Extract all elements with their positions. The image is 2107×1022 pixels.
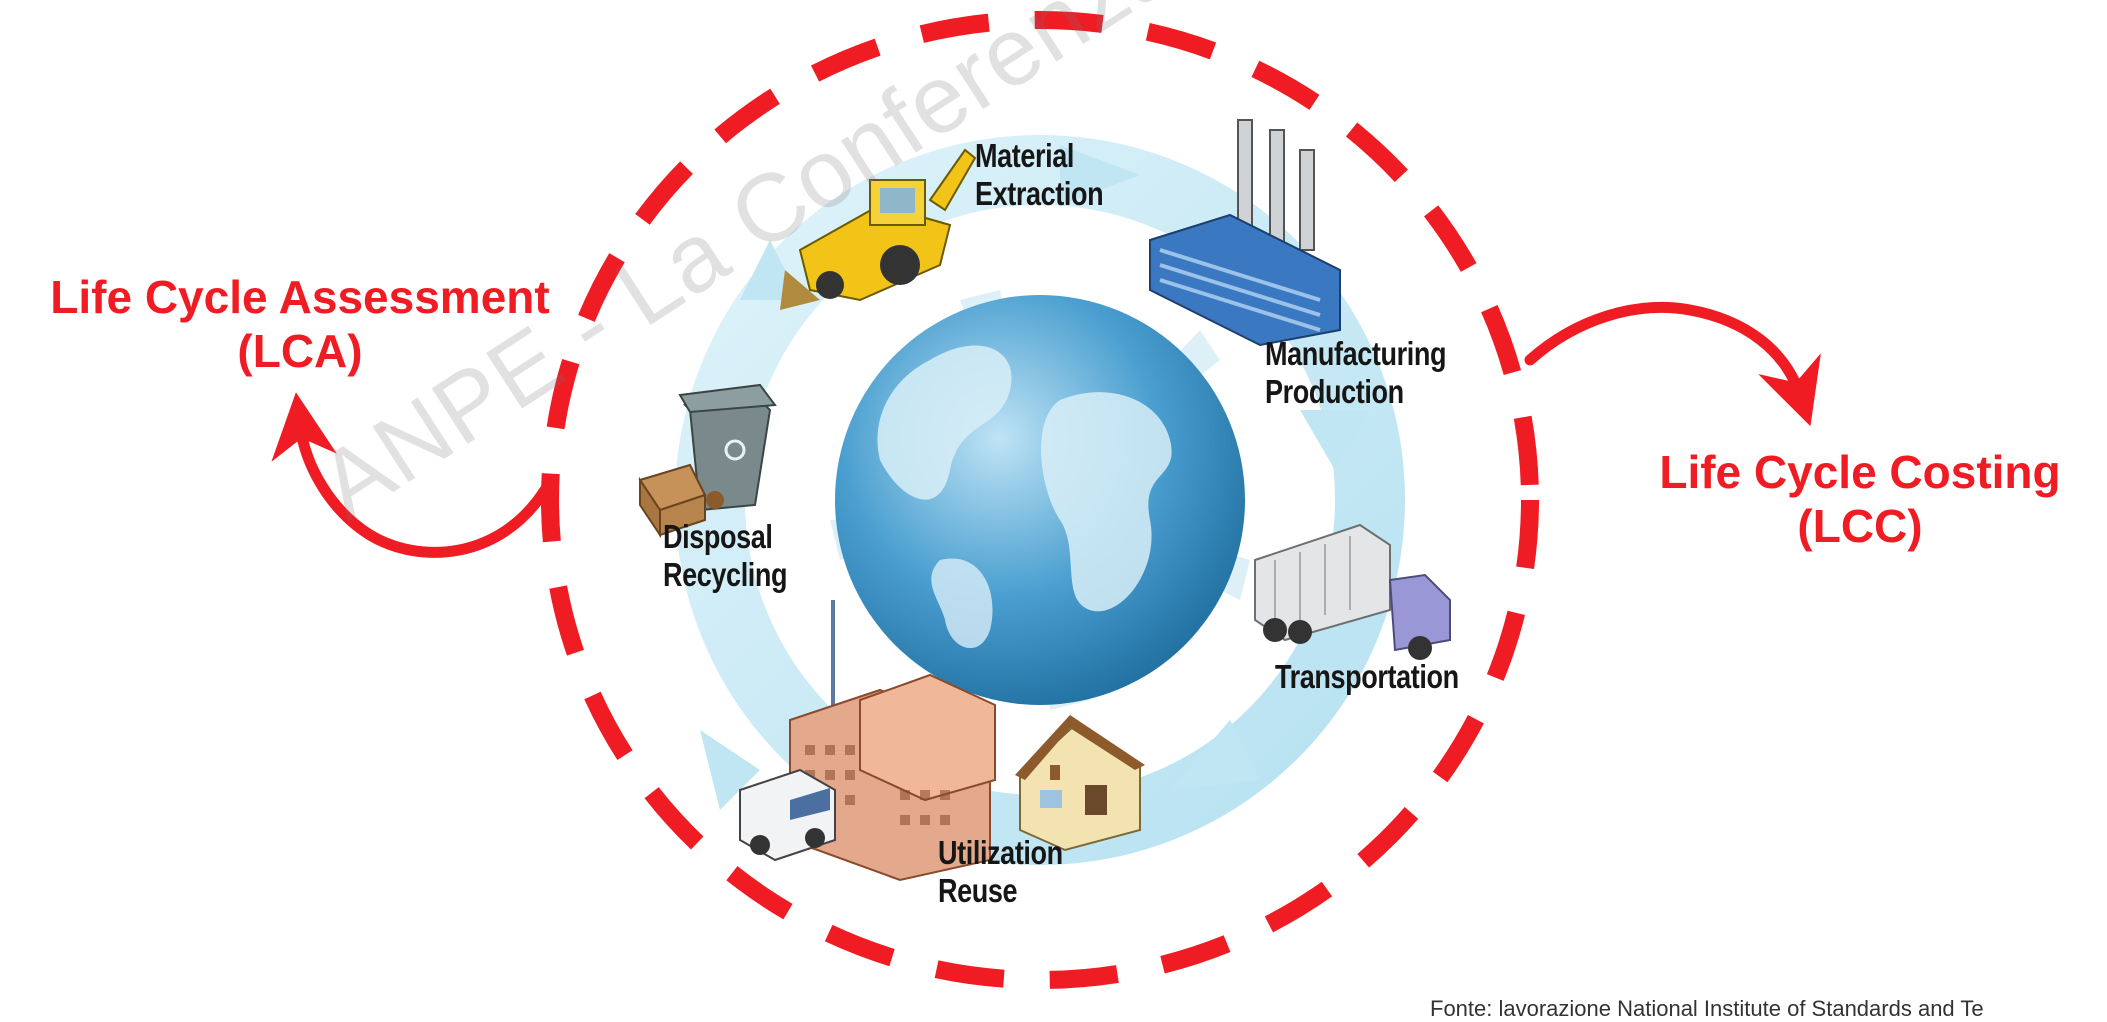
house-icon bbox=[1015, 715, 1145, 852]
lca-label: Life Cycle Assessment (LCA) bbox=[10, 270, 590, 378]
lcc-label-line2: (LCC) bbox=[1797, 500, 1923, 552]
lca-label-line2: (LCA) bbox=[237, 325, 363, 377]
office-building-icon bbox=[789, 600, 996, 882]
stage-label-material-extraction: Material Extraction bbox=[975, 137, 1104, 213]
stage-label-line: Reuse bbox=[938, 872, 1018, 909]
lca-label-line1: Life Cycle Assessment bbox=[50, 271, 550, 323]
stage-label-utilization-reuse: Utilization Reuse bbox=[938, 834, 1063, 910]
factory-icon bbox=[1149, 119, 1341, 347]
lcc-label: Life Cycle Costing (LCC) bbox=[1620, 445, 2100, 553]
trash-bin-icon bbox=[678, 383, 777, 512]
globe-icon bbox=[835, 295, 1245, 705]
stage-label-line: Disposal bbox=[663, 518, 773, 555]
lcc-curved-arrow bbox=[1524, 302, 1821, 427]
stage-label-line: Recycling bbox=[663, 556, 788, 593]
truck-icon bbox=[1254, 523, 1451, 660]
stage-label-line: Utilization bbox=[938, 834, 1063, 871]
lcc-label-line1: Life Cycle Costing bbox=[1659, 446, 2061, 498]
cardboard-box-icon bbox=[638, 463, 724, 539]
stage-label-line: Extraction bbox=[975, 175, 1104, 212]
stage-label-line: Material bbox=[975, 137, 1074, 174]
excavator-icon bbox=[780, 148, 977, 310]
stage-label-manufacturing-production: Manufacturing Production bbox=[1265, 335, 1446, 411]
stage-label-line: Manufacturing bbox=[1265, 335, 1447, 372]
van-icon bbox=[739, 768, 836, 862]
stage-label-transportation: Transportation bbox=[1275, 658, 1459, 696]
dashed-boundary-circle bbox=[541, 11, 1539, 989]
stage-label-disposal-recycling: Disposal Recycling bbox=[663, 518, 788, 594]
stage-label-line: Production bbox=[1265, 373, 1404, 410]
source-caption: Fonte: lavorazione National Institute of… bbox=[1430, 996, 1984, 1021]
lca-curved-arrow bbox=[271, 392, 551, 558]
stage-label-line: Transportation bbox=[1275, 658, 1459, 695]
